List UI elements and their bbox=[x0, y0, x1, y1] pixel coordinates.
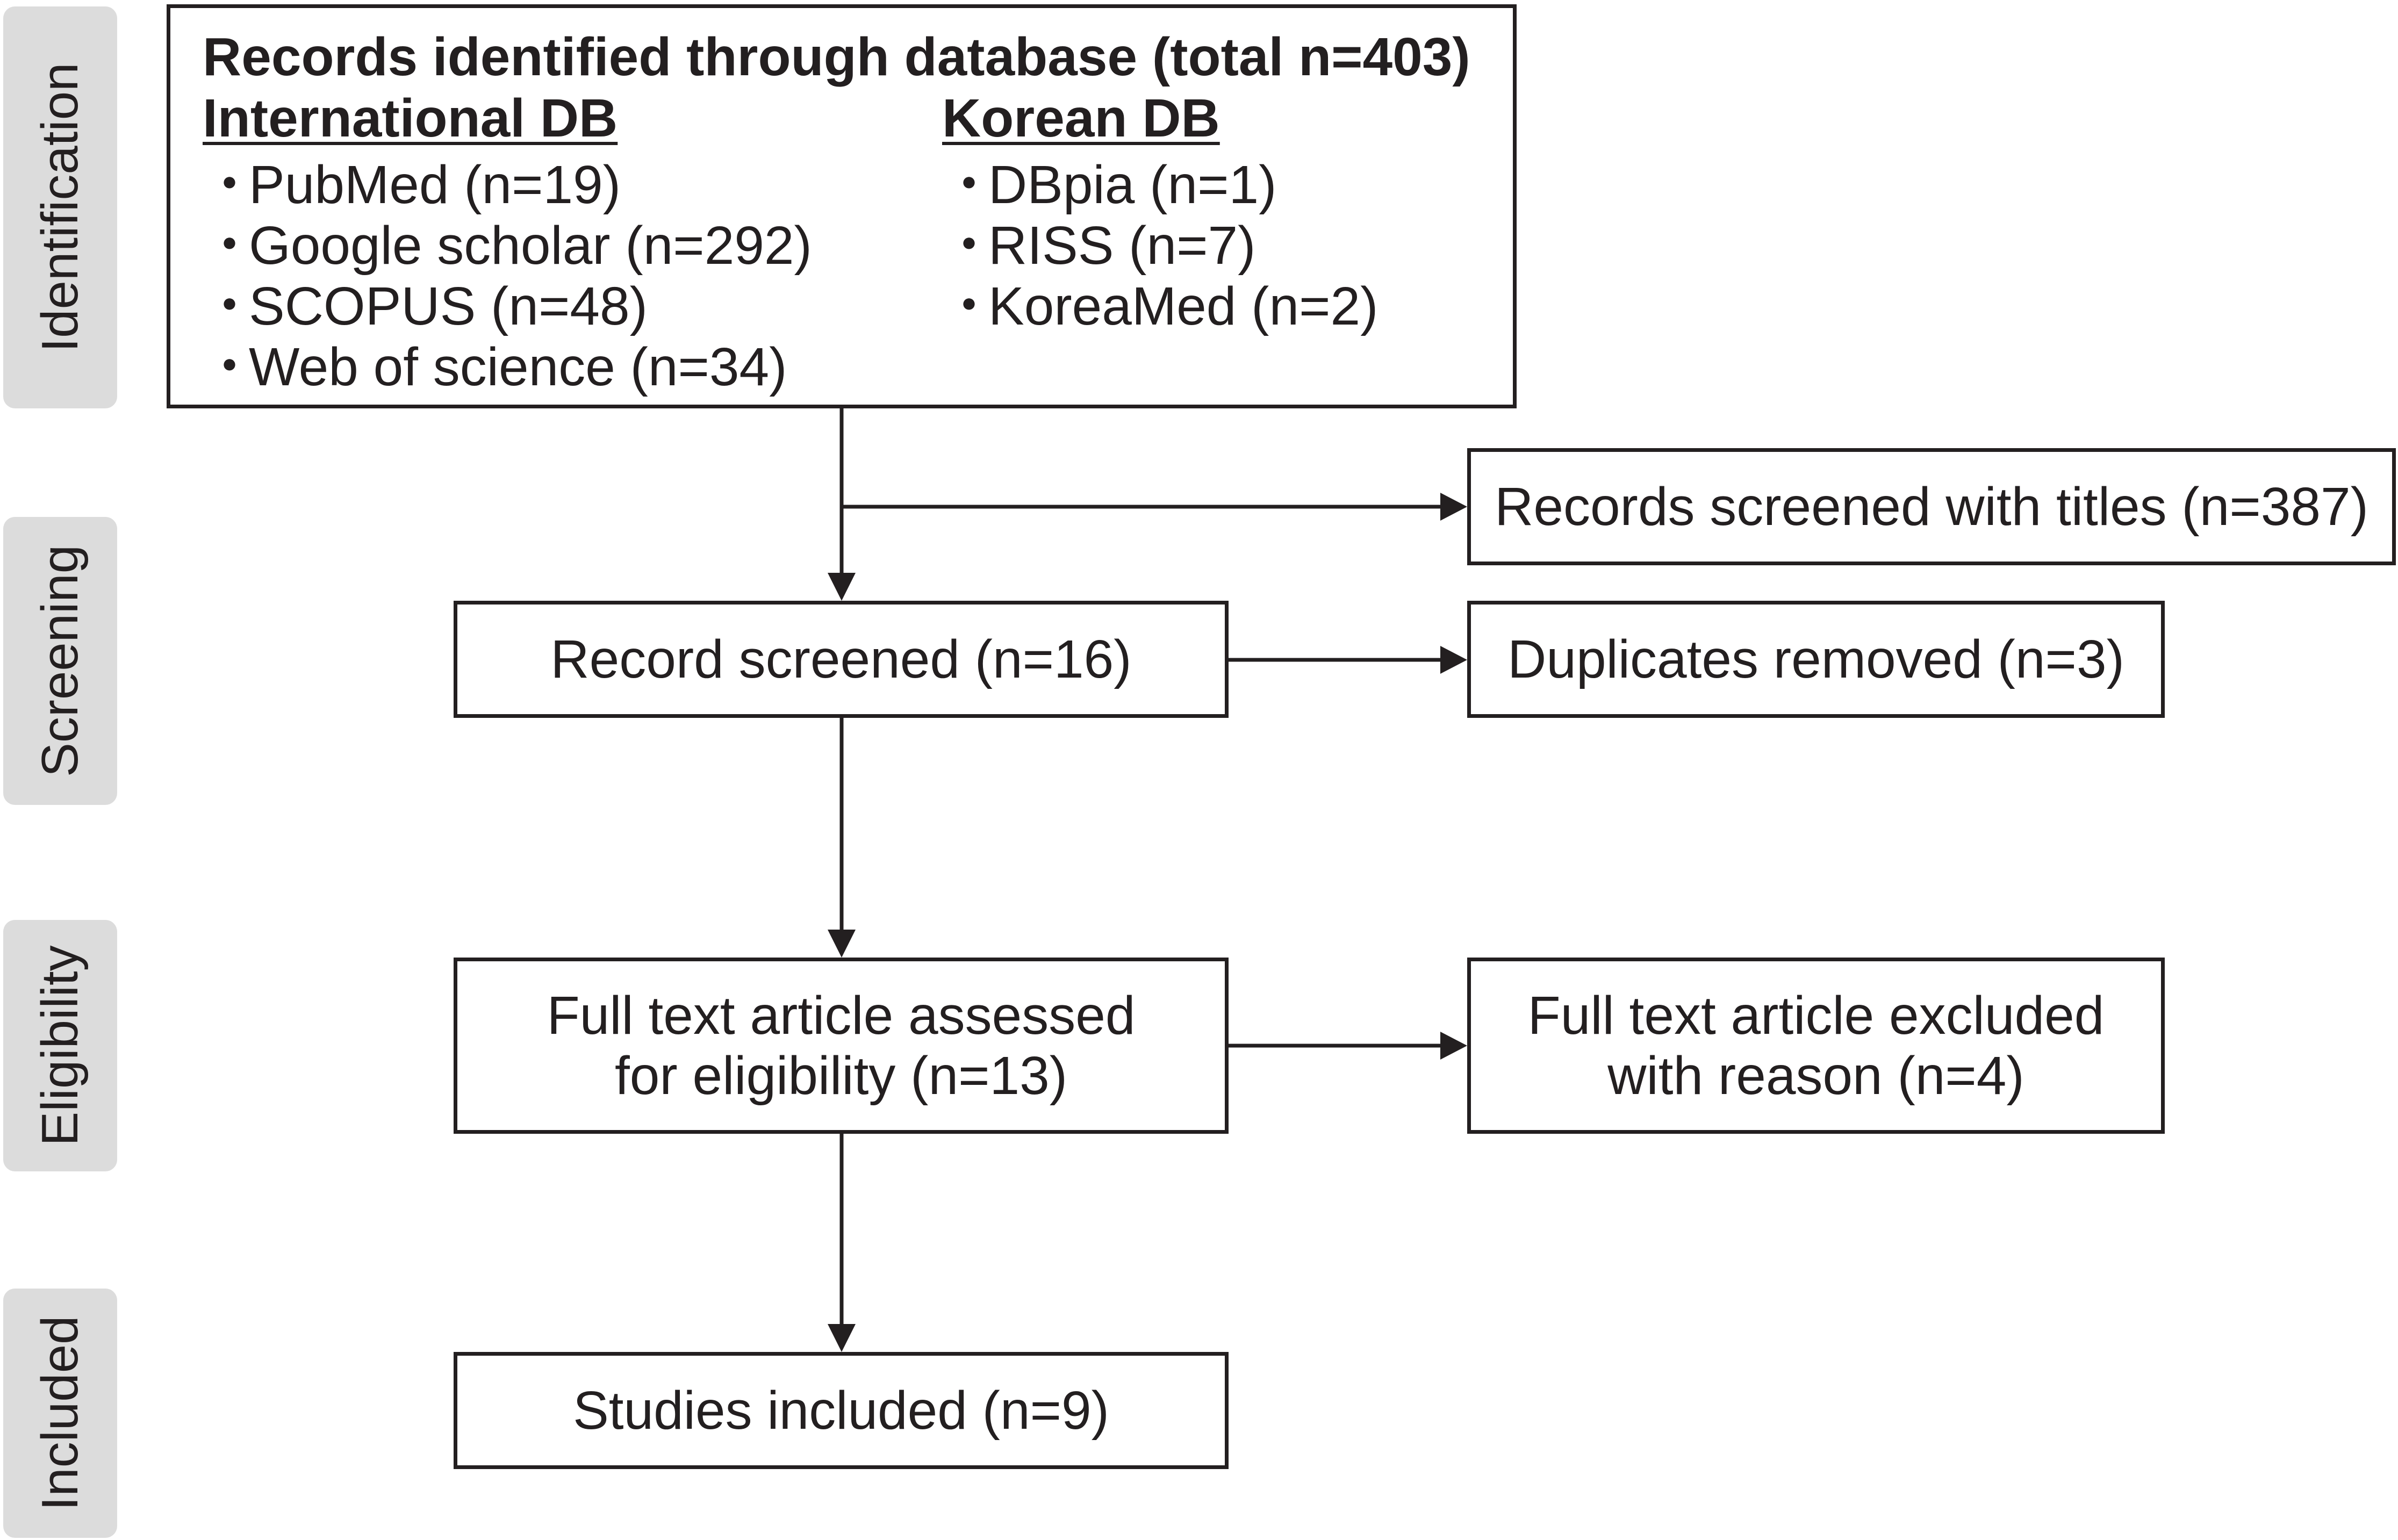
full-text-excluded-line1: Full text article excluded bbox=[1527, 985, 2105, 1046]
studies-included-text: Studies included (n=9) bbox=[573, 1380, 1109, 1441]
record-screened-box: Record screened (n=16) bbox=[454, 601, 1229, 718]
record-screened-text: Record screened (n=16) bbox=[550, 629, 1132, 689]
bullet-icon: ・ bbox=[942, 215, 996, 276]
list-item: ・PubMed (n=19) bbox=[203, 155, 812, 215]
arrowhead-down-icon bbox=[828, 930, 856, 958]
titles-screened-text: Records screened with titles (n=387) bbox=[1495, 477, 2368, 537]
arrowhead-down-icon bbox=[828, 573, 856, 601]
full-text-assessed-box: Full text article assessed for eligibili… bbox=[454, 958, 1229, 1134]
full-text-excluded-line2: with reason (n=4) bbox=[1607, 1046, 2024, 1106]
duplicates-removed-box: Duplicates removed (n=3) bbox=[1467, 601, 2165, 718]
phase-included: Included bbox=[3, 1289, 117, 1538]
full-text-excluded-box: Full text article excluded with reason (… bbox=[1467, 958, 2165, 1134]
full-text-assessed-line1: Full text article assessed bbox=[547, 985, 1136, 1046]
list-item: ・KoreaMed (n=2) bbox=[942, 276, 1378, 337]
db-item-pubmed: PubMed (n=19) bbox=[249, 155, 621, 215]
international-db-heading: International DB bbox=[203, 88, 618, 148]
korean-db-heading: Korean DB bbox=[942, 88, 1220, 148]
phase-screening: Screening bbox=[3, 517, 117, 805]
list-item: ・Web of science (n=34) bbox=[203, 337, 812, 398]
arrowhead-right-icon bbox=[1440, 493, 1467, 521]
bullet-icon: ・ bbox=[942, 155, 996, 215]
db-item-google-scholar: Google scholar (n=292) bbox=[249, 215, 812, 276]
list-item: ・RISS (n=7) bbox=[942, 215, 1378, 276]
duplicates-removed-text: Duplicates removed (n=3) bbox=[1507, 629, 2124, 689]
records-identified-box: Records identified through database (tot… bbox=[167, 4, 1517, 408]
bullet-icon: ・ bbox=[942, 276, 996, 336]
bullet-icon: ・ bbox=[203, 337, 256, 397]
studies-included-box: Studies included (n=9) bbox=[454, 1352, 1229, 1469]
list-item: ・SCOPUS (n=48) bbox=[203, 276, 812, 337]
db-item-dbpia: DBpia (n=1) bbox=[988, 155, 1277, 215]
phase-identification: Identification bbox=[3, 6, 117, 408]
db-item-riss: RISS (n=7) bbox=[988, 215, 1256, 276]
arrowhead-right-icon bbox=[1440, 1032, 1467, 1060]
korean-db-column: Korean DB ・DBpia (n=1) ・RISS (n=7) ・Kore… bbox=[942, 88, 1378, 337]
list-item: ・Google scholar (n=292) bbox=[203, 215, 812, 276]
titles-screened-box: Records screened with titles (n=387) bbox=[1467, 448, 2396, 565]
phase-eligibility: Eligibility bbox=[3, 920, 117, 1171]
korean-db-list: ・DBpia (n=1) ・RISS (n=7) ・KoreaMed (n=2) bbox=[942, 155, 1378, 337]
arrowhead-down-icon bbox=[828, 1324, 856, 1352]
list-item: ・DBpia (n=1) bbox=[942, 155, 1378, 215]
international-db-list: ・PubMed (n=19) ・Google scholar (n=292) ・… bbox=[203, 155, 812, 398]
bullet-icon: ・ bbox=[203, 155, 256, 215]
international-db-column: International DB ・PubMed (n=19) ・Google … bbox=[203, 88, 812, 398]
bullet-icon: ・ bbox=[203, 215, 256, 276]
db-item-web-of-science: Web of science (n=34) bbox=[249, 337, 787, 397]
bullet-icon: ・ bbox=[203, 276, 256, 336]
full-text-assessed-line2: for eligibility (n=13) bbox=[614, 1046, 1068, 1106]
arrowhead-right-icon bbox=[1440, 646, 1467, 674]
records-identified-title: Records identified through database (tot… bbox=[203, 27, 1470, 87]
db-item-scopus: SCOPUS (n=48) bbox=[249, 276, 648, 336]
db-item-koreamed: KoreaMed (n=2) bbox=[988, 276, 1379, 336]
